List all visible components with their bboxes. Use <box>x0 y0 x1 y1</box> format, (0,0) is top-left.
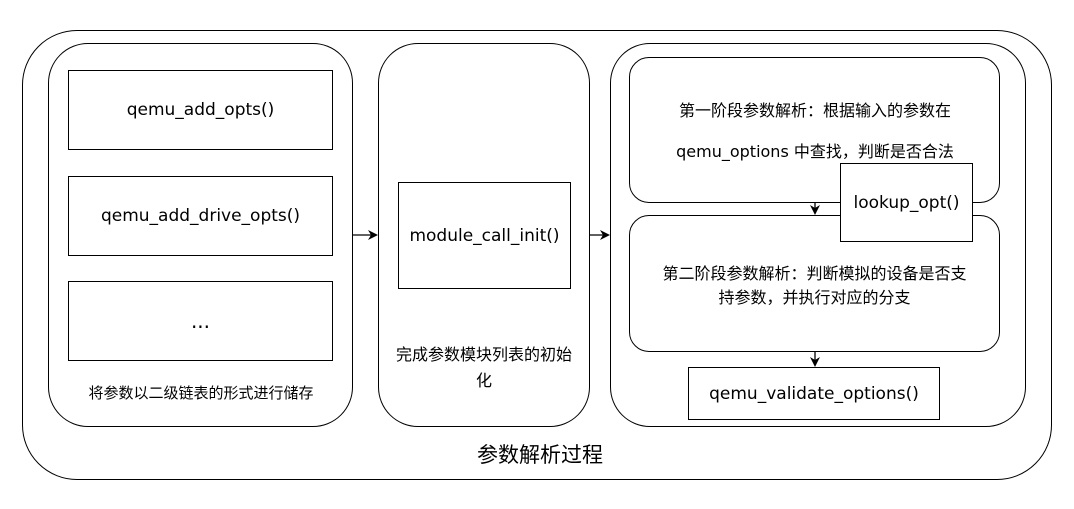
lookup-opt-box: lookup_opt() <box>840 163 973 242</box>
stage2-text-line1: 第二阶段参数解析：判断模拟的设备是否支 <box>662 264 967 283</box>
qemu-add-drive-opts-box: qemu_add_drive_opts() <box>68 176 333 256</box>
left-group-caption: 将参数以二级链表的形式进行储存 <box>88 384 314 402</box>
ellipsis-box: ... <box>68 281 333 361</box>
stage1-text-line2: qemu_options 中查找，判断是否合法 <box>676 142 954 161</box>
stage1-text-line1: 第一阶段参数解析：根据输入的参数在 <box>678 101 951 120</box>
module-call-init-box: module_call_init() <box>398 182 571 289</box>
qemu-add-opts-box: qemu_add_opts() <box>68 70 333 150</box>
middle-group-caption: 完成参数模块列表的初始化 <box>395 345 572 390</box>
outer-title: 参数解析过程 <box>477 443 603 467</box>
stage2-text-line2: 持参数，并执行对应的分支 <box>718 288 911 307</box>
qemu-validate-options-box: qemu_validate_options() <box>688 367 940 420</box>
